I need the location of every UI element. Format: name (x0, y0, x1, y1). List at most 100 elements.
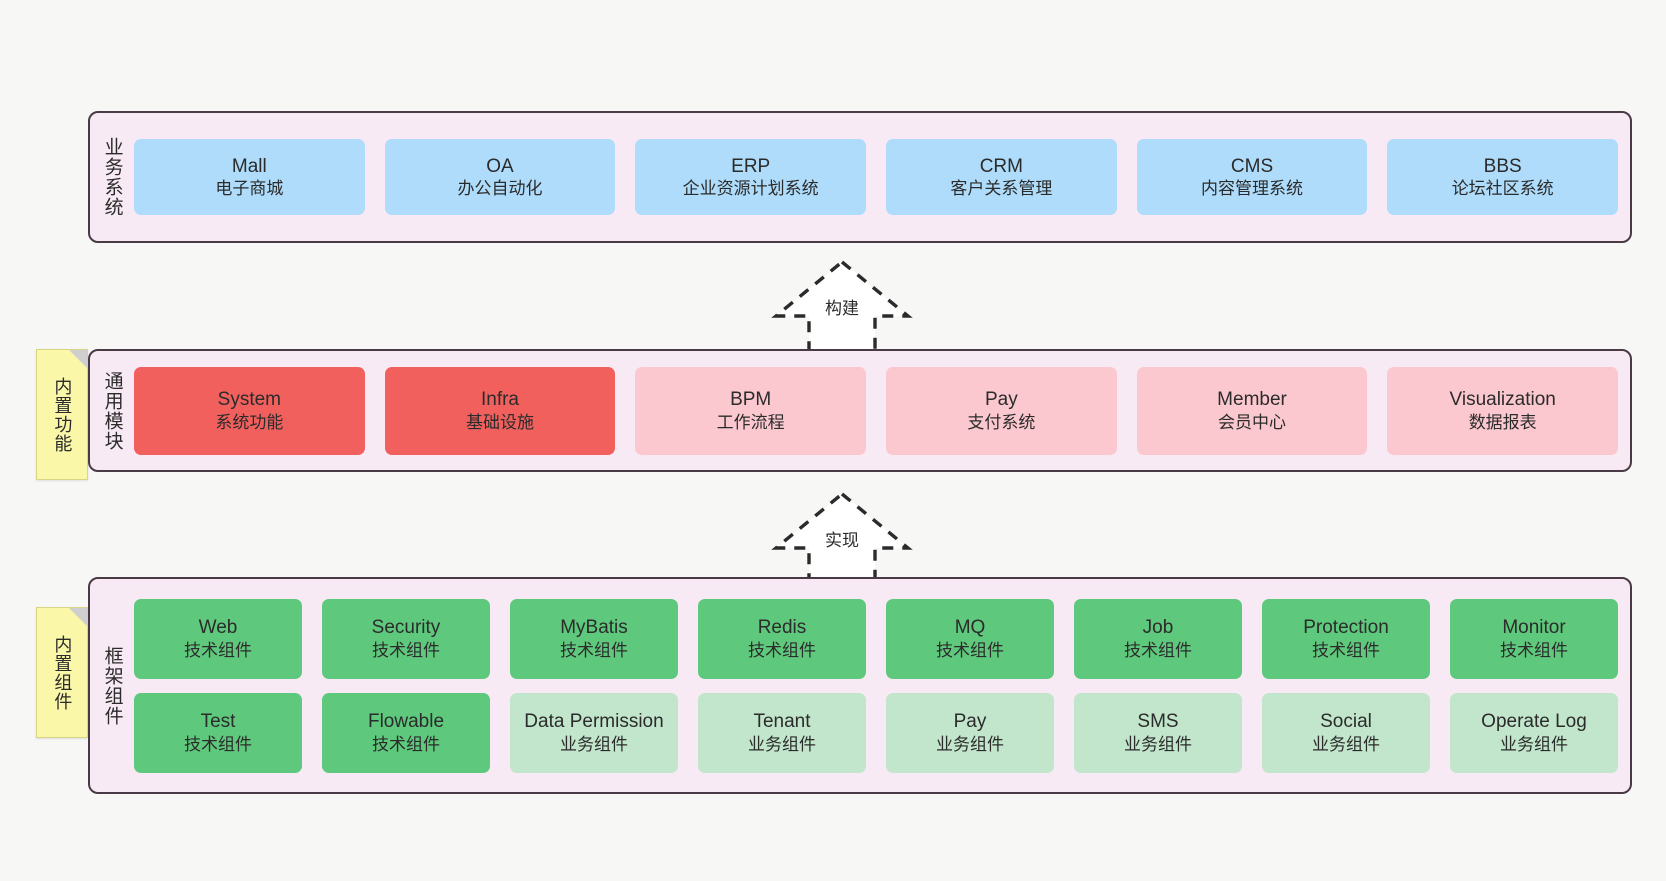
cell-row: Web 技术组件 Security 技术组件 MyBatis 技术组件 Redi… (134, 598, 1618, 679)
node-title: Pay (984, 389, 1018, 411)
node-flowable[interactable]: Flowable 技术组件 (322, 692, 490, 773)
node-subtitle: 工作流程 (716, 412, 785, 432)
node-social[interactable]: Social 业务组件 (1262, 692, 1430, 773)
node-subtitle: 数据报表 (1468, 412, 1537, 432)
arrow-implement: 实现 (757, 490, 927, 588)
node-subtitle: 系统功能 (215, 412, 284, 432)
node-title: MQ (954, 617, 986, 639)
node-subtitle: 技术组件 (372, 640, 440, 660)
node-protection[interactable]: Protection 技术组件 (1262, 598, 1430, 679)
node-subtitle: 技术组件 (372, 734, 440, 754)
layer-body-modules: System 系统功能 Infra 基础设施 BPM 工作流程 Pay 支付系统… (134, 351, 1630, 470)
node-security[interactable]: Security 技术组件 (322, 598, 490, 679)
node-title: Monitor (1502, 617, 1566, 639)
node-pay-component[interactable]: Pay 业务组件 (886, 692, 1054, 773)
node-subtitle: 电子商城 (215, 179, 284, 199)
node-title: Mall (231, 155, 267, 177)
page-fold-icon (69, 350, 87, 368)
node-subtitle: 企业资源计划系统 (682, 179, 819, 199)
node-mall[interactable]: Mall 电子商城 (134, 139, 365, 215)
layer-title-framework: 框架组件 (101, 645, 123, 726)
node-subtitle: 基础设施 (466, 412, 534, 432)
node-title: Flowable (367, 711, 445, 733)
node-infra[interactable]: Infra 基础设施 (384, 366, 616, 455)
node-mybatis[interactable]: MyBatis 技术组件 (510, 598, 678, 679)
node-subtitle: 支付系统 (967, 412, 1036, 432)
node-subtitle: 业务组件 (1124, 734, 1192, 754)
layer-body-framework: Web 技术组件 Security 技术组件 MyBatis 技术组件 Redi… (134, 579, 1630, 792)
node-subtitle: 技术组件 (560, 640, 628, 660)
node-title: SMS (1137, 711, 1179, 733)
layer-title-modules: 通用模块 (101, 370, 123, 451)
sticky-note-label: 内置功能 (52, 376, 73, 453)
node-title: BPM (730, 389, 772, 411)
node-title: Social (1320, 711, 1372, 733)
node-subtitle: 论坛社区系统 (1451, 179, 1554, 199)
node-test[interactable]: Test 技术组件 (134, 692, 302, 773)
node-tenant[interactable]: Tenant 业务组件 (698, 692, 866, 773)
node-web[interactable]: Web 技术组件 (134, 598, 302, 679)
node-title: BBS (1483, 155, 1522, 177)
cell-row: System 系统功能 Infra 基础设施 BPM 工作流程 Pay 支付系统… (134, 366, 1619, 455)
node-title: Data Permission (524, 711, 664, 733)
arrow-up-icon (771, 259, 913, 354)
node-subtitle: 技术组件 (936, 640, 1004, 660)
layer-body-business: Mall 电子商城 OA 办公自动化 ERP 企业资源计划系统 CRM 客户关系… (134, 113, 1630, 241)
node-title: Job (1142, 617, 1174, 639)
node-subtitle: 技术组件 (748, 640, 816, 660)
node-mq[interactable]: MQ 技术组件 (886, 598, 1054, 679)
node-subtitle: 业务组件 (1312, 734, 1380, 754)
node-title: Pay (953, 711, 987, 733)
node-title: CRM (979, 155, 1023, 177)
arrow-up-icon (771, 491, 913, 586)
sticky-note-label: 内置组件 (52, 634, 73, 711)
node-subtitle: 技术组件 (1312, 640, 1380, 660)
node-title: Member (1217, 389, 1287, 411)
layer-business-systems: 业务系统 Mall 电子商城 OA 办公自动化 ERP 企业资源计划系统 CRM… (88, 111, 1632, 243)
node-title: Security (371, 617, 441, 639)
node-member[interactable]: Member 会员中心 (1136, 366, 1368, 455)
node-monitor[interactable]: Monitor 技术组件 (1450, 598, 1618, 679)
node-cms[interactable]: CMS 内容管理系统 (1136, 139, 1368, 215)
node-title: Tenant (753, 711, 811, 733)
node-bbs[interactable]: BBS 论坛社区系统 (1387, 139, 1619, 215)
cell-row: Test 技术组件 Flowable 技术组件 Data Permission … (134, 692, 1618, 773)
node-title: System (217, 389, 282, 411)
node-subtitle: 技术组件 (184, 640, 252, 660)
node-title: Visualization (1449, 389, 1556, 411)
node-subtitle: 业务组件 (1500, 734, 1568, 754)
node-crm[interactable]: CRM 客户关系管理 (886, 139, 1117, 215)
node-erp[interactable]: ERP 企业资源计划系统 (635, 139, 867, 215)
node-job[interactable]: Job 技术组件 (1074, 598, 1242, 679)
node-system[interactable]: System 系统功能 (134, 366, 365, 455)
node-redis[interactable]: Redis 技术组件 (698, 598, 866, 679)
node-title: Protection (1303, 617, 1389, 639)
layer-title-business: 业务系统 (101, 137, 123, 217)
arrow-build: 构建 (757, 258, 927, 356)
node-title: Redis (757, 617, 807, 639)
node-title: Operate Log (1481, 711, 1587, 733)
node-pay[interactable]: Pay 支付系统 (886, 366, 1117, 455)
sticky-note-builtin-components: 内置组件 (36, 607, 88, 738)
node-data-permission[interactable]: Data Permission 业务组件 (510, 692, 678, 773)
node-subtitle: 业务组件 (936, 734, 1004, 754)
node-visualization[interactable]: Visualization 数据报表 (1387, 366, 1619, 455)
node-subtitle: 业务组件 (748, 734, 816, 754)
page-fold-icon (69, 608, 87, 626)
cell-row: Mall 电子商城 OA 办公自动化 ERP 企业资源计划系统 CRM 客户关系… (134, 139, 1619, 215)
node-title: CMS (1230, 155, 1274, 177)
node-sms[interactable]: SMS 业务组件 (1074, 692, 1242, 773)
node-operate-log[interactable]: Operate Log 业务组件 (1450, 692, 1618, 773)
node-oa[interactable]: OA 办公自动化 (384, 139, 616, 215)
node-subtitle: 业务组件 (560, 734, 628, 754)
node-subtitle: 会员中心 (1218, 412, 1287, 432)
node-subtitle: 办公自动化 (457, 179, 543, 199)
node-subtitle: 内容管理系统 (1201, 179, 1304, 199)
node-subtitle: 技术组件 (1500, 640, 1568, 660)
node-title: Web (198, 617, 238, 639)
layer-framework-components: 框架组件 Web 技术组件 Security 技术组件 MyBatis 技术组件… (88, 577, 1632, 794)
node-title: Test (200, 711, 236, 733)
node-title: ERP (731, 155, 771, 177)
node-bpm[interactable]: BPM 工作流程 (635, 366, 867, 455)
